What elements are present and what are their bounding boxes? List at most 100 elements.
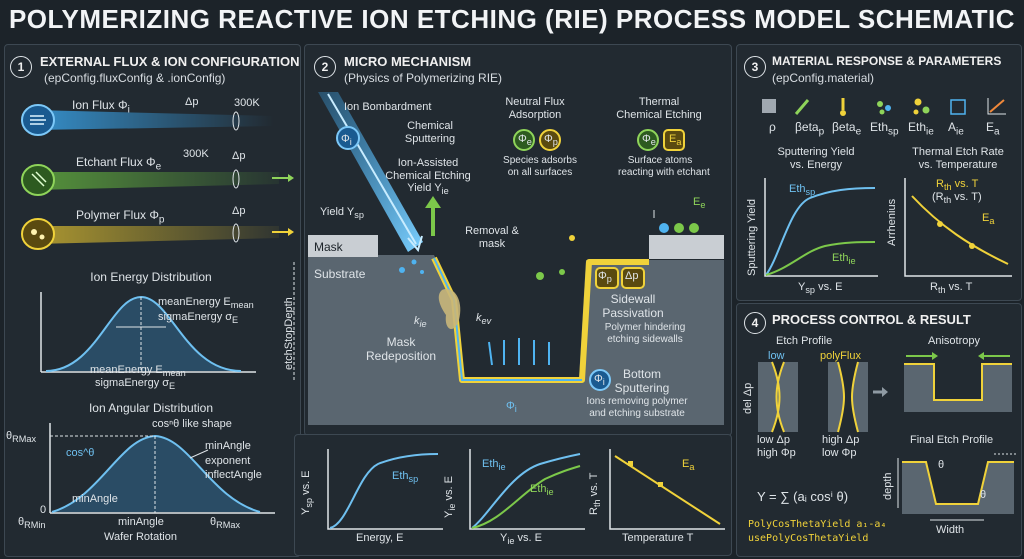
sidewall-delta-p-label: Δp: [625, 270, 639, 282]
polymer-hindering-label: Polymer hindering etching sidewalls: [604, 322, 686, 345]
panel-4-number: 4: [744, 312, 766, 334]
theta-label-2: θ: [980, 489, 987, 501]
param-eth-ie: Ethie: [908, 120, 934, 138]
exponent-label: exponent: [205, 455, 251, 467]
final-profile-title: Final Etch Profile: [910, 434, 994, 446]
poly-flux-label: polyFlux: [820, 350, 861, 362]
bc3-xlabel: Temperature T: [622, 532, 694, 544]
sputter-eth-ie: Ethie: [832, 252, 856, 267]
etchant-flux-delta-p: Δp: [232, 150, 246, 162]
chemical-sputtering-label: Chemical Sputtering: [404, 120, 456, 145]
theta-rmax-axis-label: θRMax: [6, 430, 37, 445]
cos-theta-label: cos^θ: [66, 447, 95, 459]
sidewall-passivation-label: Sidewall Passivation: [602, 292, 664, 320]
thermal-bubbles: [637, 129, 685, 151]
polymer-flux-source-icon: [21, 218, 55, 250]
thermal-label: Thermal Chemical Etching: [616, 96, 702, 121]
molecule-icon: [913, 98, 930, 115]
sputter-eth-sp: Ethsp: [789, 183, 816, 198]
bc2-curve2-label: Ethie: [530, 483, 554, 498]
mask-label: Mask: [314, 240, 343, 254]
mask-right: [649, 235, 724, 259]
low-dp-label: low Δp: [757, 434, 791, 446]
param-a-ie: Aie: [948, 120, 964, 138]
panel-material-response: [736, 44, 1022, 301]
thermal-ylabel: Arrhenius: [886, 198, 898, 246]
bottom-sputtering-label: Bottom Sputtering: [614, 367, 670, 395]
ions-removing-label: Ions removing polymer and etching substr…: [586, 396, 688, 419]
theta-rmin-label: θRMin: [18, 516, 46, 531]
phi-i-bubble-label: Φi: [341, 133, 352, 148]
etchant-flux-label: Etchant Flux Φe: [76, 155, 162, 173]
panel-2-number: 2: [314, 56, 336, 78]
panel-2-heading: MICRO MECHANISM: [344, 54, 472, 69]
thermal-ea-label: Ea: [669, 133, 682, 148]
thermal-xlabel: Rth vs. T: [930, 281, 973, 296]
substrate-label: Substrate: [314, 267, 366, 281]
sigma-energy-label: sigmaEnergy σE: [158, 311, 239, 326]
min-angle-curve-label: minAngle: [72, 493, 118, 505]
etch-stop-depth-label: etchStopDepth: [283, 297, 295, 370]
anisotropy-shape: [904, 352, 1012, 412]
ion-flux-label: Ion Flux Φi: [72, 98, 130, 116]
thermal-chart: [904, 178, 1012, 277]
inflect-angle-label: inflectAngle: [205, 469, 262, 481]
thermal-ea: Ea: [982, 212, 995, 227]
chart-icon: [987, 98, 1006, 115]
bc1-curve-label: Ethsp: [392, 470, 419, 485]
ee-label: Ee: [693, 196, 706, 211]
depth-label: depth: [882, 472, 894, 500]
etch-profile-title: Etch Profile: [776, 335, 833, 347]
bottom-chart-1: [327, 449, 443, 530]
removal-label: Removal & mask: [465, 225, 519, 250]
low-phip-label: low Φp: [822, 447, 857, 459]
mean-energy-axis-label: meanEnergy Emean: [90, 364, 186, 379]
etchant-flux-temp: 300K: [183, 148, 209, 160]
sputter-chart: [764, 178, 878, 277]
poly-cos-label: PolyCosThetaYield a₁-a₄: [748, 519, 887, 530]
energy-dist-title: Ion Energy Distribution: [90, 270, 212, 284]
panel-4-heading: PROCESS CONTROL & RESULT: [772, 312, 971, 327]
angular-dist-title: Ion Angular Distribution: [88, 401, 214, 415]
mask-left: [308, 235, 378, 257]
cube-icon: [762, 99, 776, 113]
panel-1-heading: EXTERNAL FLUX & ION CONFIGURATION: [40, 54, 300, 69]
param-ea: Ea: [986, 120, 1000, 138]
neutral-flux-bubbles: [513, 129, 561, 151]
sidewall-phi-p-label: Φp: [598, 270, 612, 285]
green-up-arrow-icon: [425, 196, 441, 236]
bc1-ylabel: Ysp vs. E: [300, 470, 315, 515]
param-rho: ρ: [769, 120, 776, 134]
high-dp-label: high Δp: [822, 434, 860, 446]
zero-label: 0: [40, 504, 47, 516]
trench-cross-section: [293, 210, 724, 425]
ion-bombardment-label: Ion Bombardment: [344, 101, 432, 113]
polymer-flux-delta-p: Δp: [232, 205, 246, 217]
page-title: POLYMERIZING REACTIVE ION ETCHING (RIE) …: [8, 4, 1016, 34]
cos-like-label: cosⁿθ like shape: [152, 418, 232, 430]
phi-p-bubble-label: Φp: [544, 133, 558, 148]
material-param-icons: [762, 98, 1006, 116]
thermal-rth-vs-t2: (Rth vs. T): [932, 191, 982, 206]
anisotropy-title: Anisotropy: [928, 335, 980, 347]
min-angle-label: minAngle: [205, 440, 251, 452]
ion-flux-temp: 300K: [234, 97, 260, 109]
yield-ysp-label: Yield Ysp: [320, 206, 364, 221]
panel-2-subheading: (Physics of Polymerizing RIE): [344, 71, 503, 85]
panel-1-subheading: (epConfig.fluxConfig & .ionConfig): [44, 71, 226, 85]
bc1-xlabel: Energy, E: [356, 532, 404, 544]
ion-flux-delta-p: Δp: [185, 96, 199, 108]
flux-beams-graphic: [21, 104, 294, 250]
sputter-ylabel: Sputtering Yield: [746, 198, 758, 276]
panel-3-subheading: (epConfig.material): [772, 71, 875, 85]
k-ev-label: kev: [476, 312, 492, 327]
surface-atoms-label: Surface atoms reacting with etchant: [618, 155, 710, 178]
high-phip-label: high Φp: [757, 447, 796, 459]
species-adsorbs-label: Species adsorbs on all surfaces: [503, 155, 577, 178]
param-beta-e: βetae: [832, 120, 862, 138]
phi-e-bubble-label: Φe: [518, 133, 532, 148]
bc2-curve1-label: Ethie: [482, 458, 506, 473]
sidewall-bubbles: [595, 267, 645, 289]
sputter-xlabel: Ysp vs. E: [798, 281, 843, 296]
bottom-chart-3: [609, 449, 725, 530]
